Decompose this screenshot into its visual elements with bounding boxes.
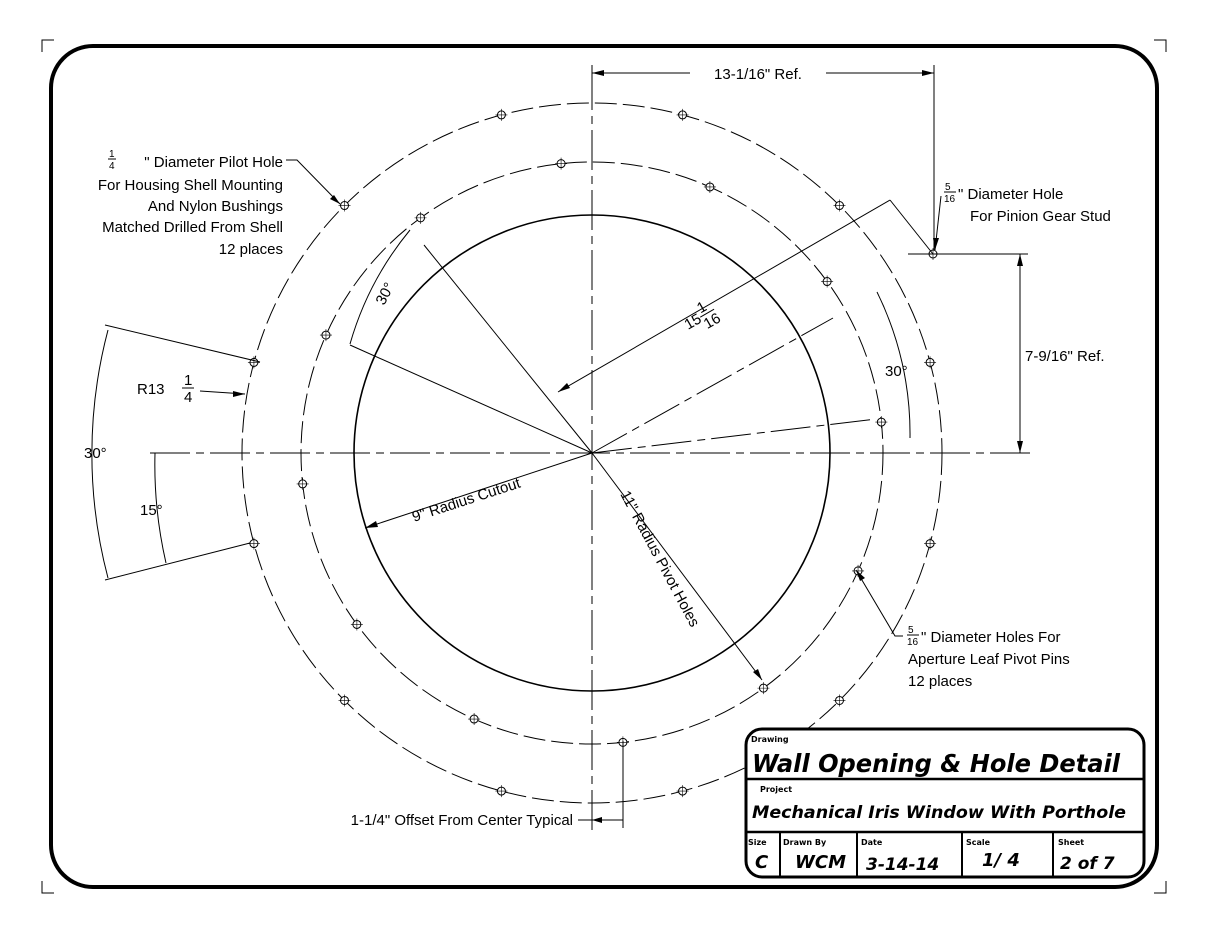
radius-labels: 9" Radius Cutout 11" Radius Pivot Holes — [364, 452, 763, 681]
scale-label: Scale — [966, 838, 991, 847]
pilot-hole-crosshair — [247, 356, 260, 369]
project-title: Mechanical Iris Window With Porthole — [752, 803, 1126, 823]
size-label: Size — [748, 838, 767, 847]
pivot-label: 11" Radius Pivot Holes — [616, 488, 702, 630]
leaf-line: 12 places — [908, 673, 972, 690]
leaf-line: " Diameter Holes For — [921, 629, 1061, 646]
sheet-value: 2 of 7 — [1060, 854, 1115, 874]
pinion-radius-den: 16 — [701, 310, 724, 333]
outer-radius-num: 1 — [184, 372, 192, 389]
project-label: Project — [760, 785, 792, 794]
pilot-den: 4 — [109, 161, 115, 172]
corner-marks — [41, 39, 1167, 894]
angle-upper-left-label: 30° — [373, 280, 399, 308]
pilot-hole-crosshair — [924, 356, 937, 369]
leaf-pivot-hole-crosshair — [703, 180, 716, 193]
pilot-hole-crosshair — [247, 537, 260, 550]
drawn-by-value: WCM — [795, 852, 846, 873]
leaf-line: Aperture Leaf Pivot Pins — [908, 651, 1070, 668]
pilot-hole-crosshair — [495, 785, 508, 798]
cutout-circle — [353, 214, 831, 692]
date-value: 3-14-14 — [866, 855, 939, 875]
pilot-line: And Nylon Bushings — [148, 198, 283, 215]
sheet-border — [49, 44, 1159, 889]
pilot-hole-crosshair — [833, 694, 846, 707]
pilot-hole-circle — [241, 102, 943, 804]
date-label: Date — [861, 838, 883, 847]
cutout-label: 9" Radius Cutout — [410, 474, 523, 525]
pilot-hole-crosshair — [676, 785, 689, 798]
leaf-pivot-hole-crosshair — [757, 682, 770, 695]
pivot-hole-circle — [300, 161, 884, 745]
pilot-num: 1 — [109, 149, 115, 160]
pinion-radius-dimension: 15 1 16 30° — [557, 199, 934, 439]
outer-radius-den: 4 — [184, 389, 192, 406]
leaf-pivot-hole-crosshair — [468, 713, 481, 726]
pilot-line: 12 places — [219, 241, 283, 258]
sheet-label: Sheet — [1058, 838, 1084, 847]
holes — [247, 108, 939, 798]
left-angle-dimensions: 30° 15° R13 1 4 — [84, 324, 261, 581]
offset-label: 1-1/4" Offset From Center Typical — [351, 812, 573, 829]
pilot-hole-crosshair — [924, 537, 937, 550]
leaf-pivot-hole-crosshair — [555, 157, 568, 170]
pilot-line: " Diameter Pilot Hole — [144, 154, 283, 171]
pinion-hole-note: 5 16 " Diameter Hole For Pinion Gear Stu… — [933, 182, 1111, 251]
leaf-den: 16 — [907, 637, 919, 648]
leaf-pivot-note: 5 16 " Diameter Holes For Aperture Leaf … — [855, 569, 1070, 690]
pilot-line: Matched Drilled From Shell — [102, 219, 283, 236]
drawing-label: Drawing — [751, 735, 789, 744]
outer-radius-prefix: R13 — [137, 381, 165, 398]
pilot-hole-crosshair — [676, 108, 689, 121]
size-value: C — [755, 852, 769, 873]
pinion-radius-whole: 15 — [682, 310, 705, 333]
pilot-hole-crosshair — [338, 694, 351, 707]
pilot-hole-crosshair — [495, 108, 508, 121]
leaf-pivot-hole-crosshair — [414, 211, 427, 224]
title-block: Drawing Wall Opening & Hole Detail Proje… — [744, 727, 1146, 879]
pilot-hole-note: 1 4 " Diameter Pilot Hole For Housing Sh… — [98, 149, 341, 258]
upper-left-angle-dimension: 30° — [349, 229, 593, 454]
radial-line — [591, 418, 877, 454]
leaf-pivot-hole-crosshair — [821, 275, 834, 288]
leaf-pivot-hole-crosshair — [319, 329, 332, 342]
radial-lines — [591, 317, 877, 454]
pinion-num: 5 — [945, 182, 951, 193]
drawn-by-label: Drawn By — [783, 838, 827, 847]
leaf-pivot-hole-crosshair — [296, 477, 309, 490]
leaf-pivot-hole-crosshair — [875, 416, 888, 429]
right-ref-label: 7-9/16" Ref. — [1025, 348, 1105, 365]
angle-left-label: 30° — [84, 445, 107, 462]
leaf-pivot-hole-crosshair — [350, 618, 363, 631]
pilot-line: For Housing Shell Mounting — [98, 177, 283, 194]
leaf-num: 5 — [908, 625, 914, 636]
pilot-hole-crosshair — [833, 199, 846, 212]
offset-dimension: 1-1/4" Offset From Center Typical — [351, 741, 624, 829]
top-ref-dimension: 13-1/16" Ref. — [591, 65, 935, 250]
radial-line — [591, 317, 834, 454]
angle-left-half-label: 15° — [140, 502, 163, 519]
pinion-line: " Diameter Hole — [958, 186, 1063, 203]
pinion-den: 16 — [944, 194, 956, 205]
drawing-title: Wall Opening & Hole Detail — [752, 749, 1120, 778]
pinion-line: For Pinion Gear Stud — [970, 208, 1111, 225]
angle-right-label: 30° — [885, 363, 908, 380]
pilot-hole-crosshair — [338, 199, 351, 212]
top-ref-label: 13-1/16" Ref. — [714, 66, 802, 83]
scale-value: 1/ 4 — [982, 850, 1020, 871]
right-ref-dimension: 7-9/16" Ref. — [908, 253, 1105, 453]
